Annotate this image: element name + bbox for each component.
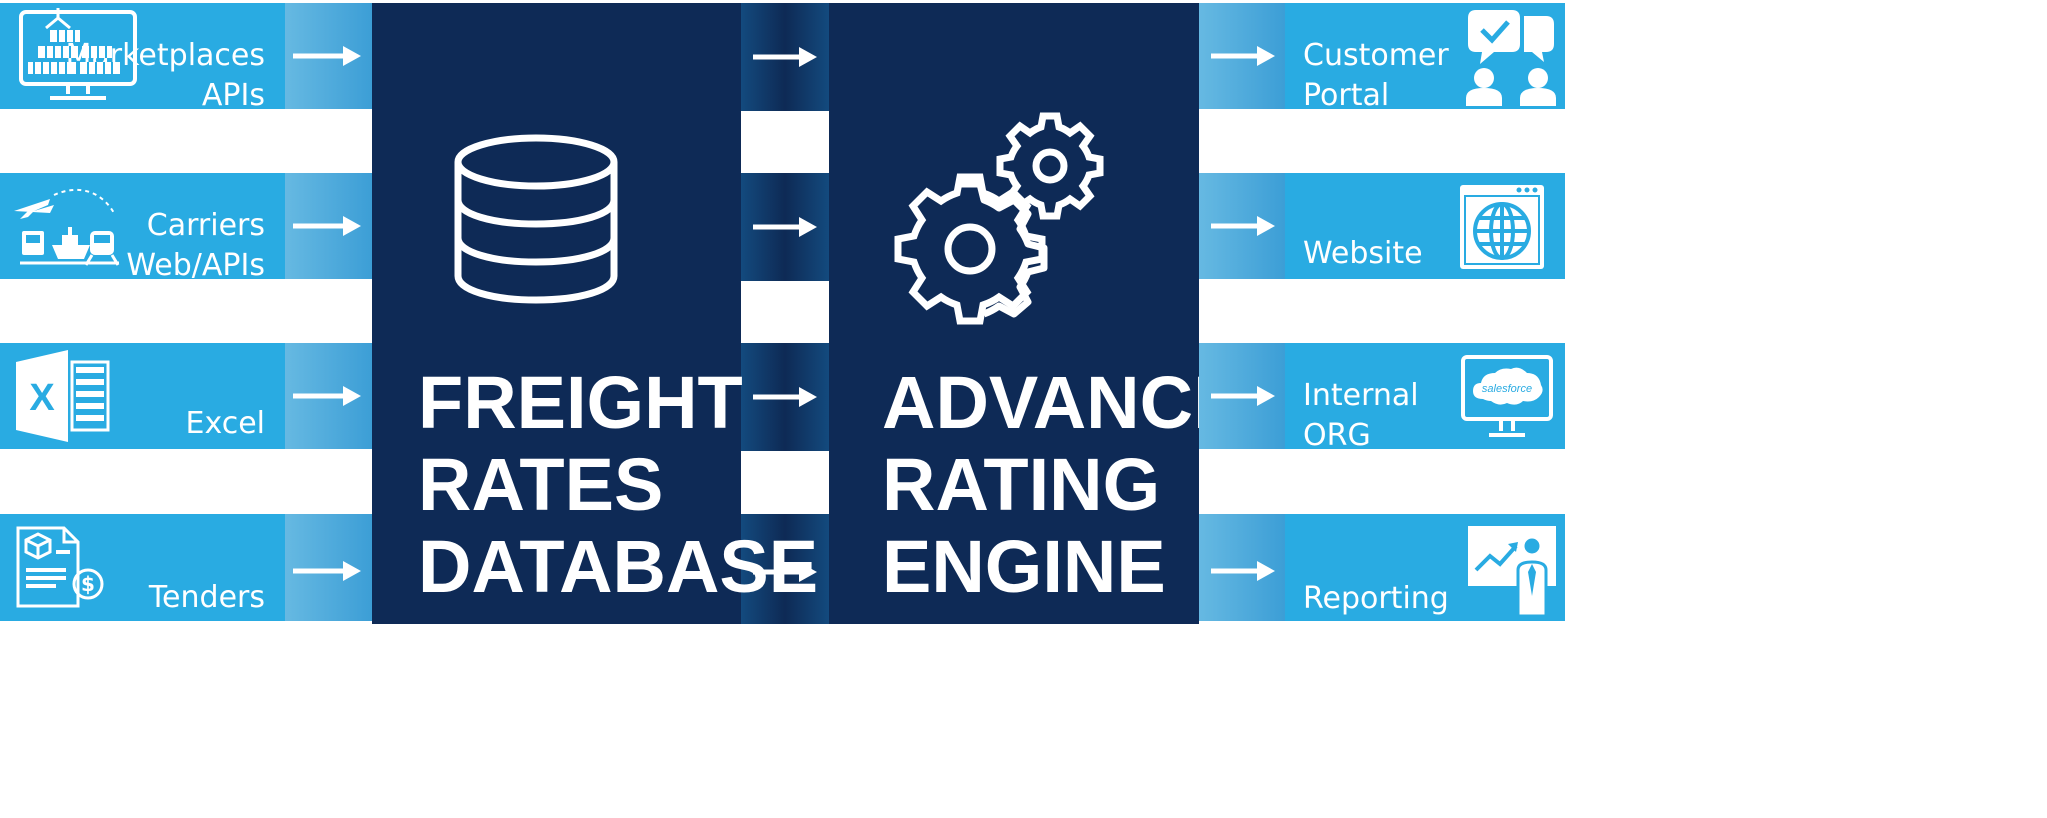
input-band-tenders <box>0 514 285 621</box>
output-label-reporting: Reporting <box>1303 581 1449 616</box>
input-band-carriers <box>0 173 285 279</box>
salesforce-logo: salesforce <box>1482 383 1532 395</box>
chat-users-icon <box>1466 10 1556 106</box>
svg-text:$: $ <box>81 572 95 596</box>
arrow-right-icon <box>293 561 361 581</box>
output-label-website: Website <box>1303 236 1423 271</box>
gears-icon <box>894 112 1104 325</box>
arrow-right-icon <box>293 216 361 236</box>
transport-icon <box>14 188 120 266</box>
arrow-right-icon <box>1211 386 1275 406</box>
arrow-right-icon <box>753 387 817 407</box>
middle-connector <box>741 514 829 624</box>
container-monitor-icon <box>19 8 137 100</box>
arrow-right-icon <box>753 47 817 67</box>
salesforce-monitor-icon: salesforce <box>1461 355 1553 437</box>
svg-text:X: X <box>29 377 55 419</box>
presenter-chart-icon <box>1468 526 1556 618</box>
freight-rates-database-block <box>372 3 741 624</box>
output-connector <box>1199 514 1285 621</box>
arrow-right-icon <box>1211 46 1275 66</box>
input-label-excel: Excel <box>185 406 265 441</box>
input-connector <box>285 514 372 621</box>
arrow-right-icon <box>293 386 361 406</box>
database-icon <box>454 134 618 304</box>
excel-icon: X <box>16 350 110 442</box>
arrow-right-icon <box>1211 216 1275 236</box>
arrow-right-icon <box>753 217 817 237</box>
arrow-right-icon <box>753 562 817 582</box>
input-label-tenders: Tenders <box>148 580 265 615</box>
tender-document-icon: $ <box>16 526 104 608</box>
globe-browser-icon <box>1460 185 1544 269</box>
arrow-right-icon <box>1211 561 1275 581</box>
arrow-right-icon <box>293 46 361 66</box>
